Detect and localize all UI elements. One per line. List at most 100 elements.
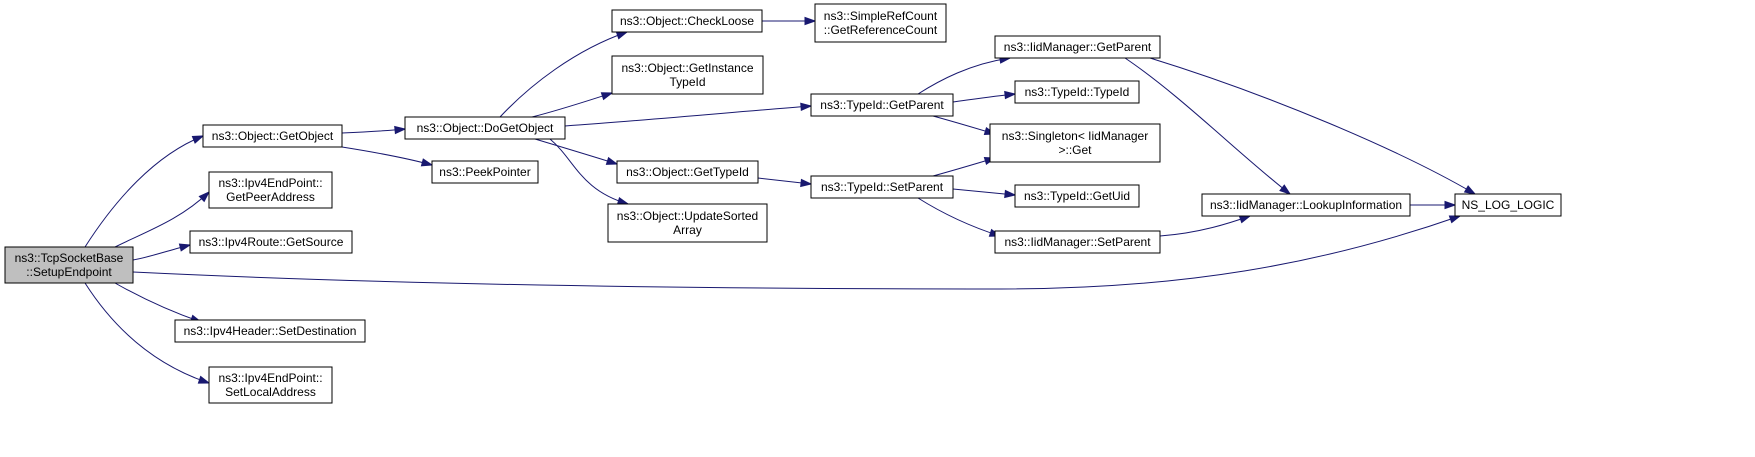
node-box bbox=[202, 124, 343, 148]
edge-line bbox=[564, 105, 812, 127]
node-label: ns3::Ipv4Header::SetDestination bbox=[184, 324, 357, 338]
node-box bbox=[1014, 80, 1140, 104]
node-label: ns3::Object::GetInstance bbox=[621, 61, 753, 75]
edge-get_object-to-do_get_object bbox=[341, 125, 407, 135]
node-label: NS_LOG_LOGIC bbox=[1462, 198, 1555, 212]
node-label: ns3::IidManager::SetParent bbox=[1004, 235, 1151, 249]
node-peek-pointer[interactable]: ns3::PeekPointer bbox=[431, 160, 539, 184]
node-label: ::SetupEndpoint bbox=[26, 265, 112, 279]
node-label: ns3::Singleton< IidManager bbox=[1002, 129, 1148, 143]
node-box bbox=[404, 116, 566, 140]
node-label: ns3::TcpSocketBase bbox=[15, 251, 124, 265]
edge-setup_endpoint-to-ipv4ep_get_peer bbox=[114, 190, 211, 248]
edge-object_get_typeid-to-typeid_set_parent bbox=[757, 177, 813, 188]
edge-get_object-to-peek_pointer bbox=[341, 146, 434, 167]
node-box bbox=[1201, 193, 1411, 217]
edge-setup_endpoint-to-ipv4ep_set_local bbox=[84, 282, 211, 384]
edge-line bbox=[132, 215, 1461, 290]
edge-typeid_get_parent-to-typeid_typeid bbox=[952, 90, 1017, 103]
edge-line bbox=[114, 191, 210, 248]
node-box bbox=[994, 230, 1161, 254]
node-label: ns3::TypeId::GetParent bbox=[820, 98, 944, 112]
node-simple-refcount[interactable]: ns3::SimpleRefCount::GetReferenceCount bbox=[814, 3, 947, 43]
node-do-get-object[interactable]: ns3::Object::DoGetObject bbox=[404, 116, 566, 140]
node-ipv4header-set-dest[interactable]: ns3::Ipv4Header::SetDestination bbox=[174, 319, 366, 343]
edge-setup_endpoint-to-ipv4route_get_source bbox=[132, 243, 192, 261]
nodes-layer: ns3::TcpSocketBase::SetupEndpoint ns3::Ob… bbox=[4, 3, 1562, 404]
node-iidmgr-get-parent[interactable]: ns3::IidManager::GetParent bbox=[994, 35, 1161, 59]
node-box bbox=[1454, 193, 1562, 217]
node-get-object[interactable]: ns3::Object::GetObject bbox=[202, 124, 343, 148]
arrowhead bbox=[616, 196, 630, 206]
node-label: ns3::Object::DoGetObject bbox=[417, 121, 554, 135]
node-label: TypeId bbox=[669, 75, 705, 89]
node-box bbox=[810, 93, 954, 117]
edge-line bbox=[1124, 57, 1291, 195]
arrowhead bbox=[1004, 90, 1017, 100]
edge-line bbox=[114, 282, 202, 323]
arrowhead bbox=[1004, 189, 1017, 199]
arrowhead bbox=[804, 16, 817, 26]
node-label: ns3::TypeId::GetUid bbox=[1024, 189, 1130, 203]
node-ipv4ep-set-local[interactable]: ns3::Ipv4EndPoint::SetLocalAddress bbox=[208, 366, 333, 404]
node-label: ns3::SimpleRefCount bbox=[824, 9, 938, 23]
node-ns-log-logic[interactable]: NS_LOG_LOGIC bbox=[1454, 193, 1562, 217]
arrowhead bbox=[1448, 215, 1462, 224]
node-ipv4route-get-source[interactable]: ns3::Ipv4Route::GetSource bbox=[189, 230, 353, 254]
node-box bbox=[174, 319, 366, 343]
node-box bbox=[994, 35, 1161, 59]
node-label: ns3::Object::GetTypeId bbox=[626, 165, 749, 179]
edge-line bbox=[499, 31, 628, 118]
node-label: ns3::IidManager::LookupInformation bbox=[1210, 198, 1402, 212]
edge-typeid_set_parent-to-typeid_get_uid bbox=[952, 188, 1017, 199]
arrowhead bbox=[191, 135, 205, 144]
edge-do_get_object-to-typeid_get_parent bbox=[564, 102, 813, 127]
node-object-get-typeid[interactable]: ns3::Object::GetTypeId bbox=[616, 160, 759, 184]
edge-line bbox=[549, 138, 629, 205]
edge-line bbox=[534, 138, 618, 165]
edge-line bbox=[531, 92, 613, 118]
node-check-loose[interactable]: ns3::Object::CheckLoose bbox=[611, 9, 763, 33]
edge-typeid_set_parent-to-singleton_get bbox=[932, 156, 997, 177]
node-box bbox=[1014, 184, 1140, 208]
node-setup-endpoint[interactable]: ns3::TcpSocketBase::SetupEndpoint bbox=[4, 246, 134, 284]
edge-iidmgr_get_parent-to-ns_log_logic bbox=[1149, 57, 1477, 195]
node-label: ns3::TypeId::SetParent bbox=[821, 180, 944, 194]
node-box bbox=[189, 230, 353, 254]
arrowhead bbox=[1279, 184, 1292, 195]
edge-line bbox=[1159, 215, 1251, 237]
node-typeid-set-parent[interactable]: ns3::TypeId::SetParent bbox=[810, 175, 954, 199]
node-singleton-get[interactable]: ns3::Singleton< IidManager >::Get bbox=[989, 123, 1161, 163]
arrowhead bbox=[1238, 215, 1252, 224]
arrowhead bbox=[800, 102, 813, 112]
node-typeid-get-parent[interactable]: ns3::TypeId::GetParent bbox=[810, 93, 954, 117]
edge-do_get_object-to-get_instance_typeid bbox=[531, 92, 614, 118]
edge-do_get_object-to-object_get_typeid bbox=[534, 138, 619, 165]
edge-check_loose-to-simple_refcount bbox=[762, 16, 817, 26]
arrowhead bbox=[600, 92, 614, 101]
node-box bbox=[810, 175, 954, 199]
edge-iidmgr_set_parent-to-iidmgr_lookup bbox=[1159, 215, 1252, 237]
arrowhead bbox=[1463, 185, 1477, 195]
node-box bbox=[208, 366, 333, 404]
edge-setup_endpoint-to-ipv4header_set_dest bbox=[114, 282, 203, 323]
node-label: ns3::Ipv4EndPoint:: bbox=[218, 176, 322, 190]
node-iidmgr-lookup[interactable]: ns3::IidManager::LookupInformation bbox=[1201, 193, 1411, 217]
node-label: ns3::TypeId::TypeId bbox=[1025, 85, 1130, 99]
node-label: ns3::IidManager::GetParent bbox=[1004, 40, 1152, 54]
node-label: >::Get bbox=[1058, 143, 1092, 157]
node-label: ns3::Object::UpdateSorted bbox=[617, 209, 758, 223]
node-label: ns3::Ipv4EndPoint:: bbox=[218, 371, 322, 385]
edge-iidmgr_lookup-to-ns_log_logic bbox=[1410, 200, 1457, 210]
node-typeid-get-uid[interactable]: ns3::TypeId::GetUid bbox=[1014, 184, 1140, 208]
node-ipv4ep-get-peer[interactable]: ns3::Ipv4EndPoint::GetPeerAddress bbox=[208, 171, 333, 209]
node-label: ns3::Object::GetObject bbox=[212, 129, 334, 143]
node-typeid-typeid[interactable]: ns3::TypeId::TypeId bbox=[1014, 80, 1140, 104]
node-iidmgr-set-parent[interactable]: ns3::IidManager::SetParent bbox=[994, 230, 1161, 254]
arrowhead bbox=[420, 158, 434, 167]
arrowhead bbox=[605, 156, 619, 165]
edge-line bbox=[341, 146, 433, 166]
edge-typeid_set_parent-to-iidmgr_set_parent bbox=[917, 197, 1002, 237]
